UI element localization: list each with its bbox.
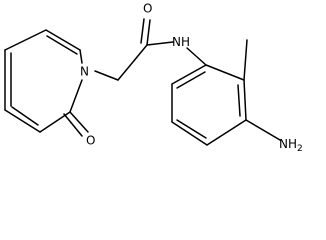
bond-ch2-carbonyl: [117, 44, 148, 81]
amide-nitrogen-label: NH: [172, 35, 190, 49]
aryl-bond-3: [206, 119, 247, 146]
methyl-bond: [243, 39, 248, 81]
bond-nh-aryl: [186, 47, 207, 66]
ring-bond-c3-c1: [4, 29, 47, 51]
ring-bond-n-c6: [69, 79, 83, 113]
aryl-bond-2: [243, 79, 247, 121]
pyridinone-ring: [4, 29, 89, 137]
ring-carbonyl-bond: [69, 111, 89, 133]
aryl-bond-4: [171, 121, 208, 146]
carbonyl-oxygen-label: O: [143, 2, 152, 16]
aryl-bond-6: [171, 64, 207, 85]
aryl-bond-4-inner: [176, 119, 207, 139]
bond-n-ch2: [94, 70, 119, 81]
bond-carbonyl-nh: [146, 41, 174, 46]
chemical-structure-drawing: O NH N O NH2: [4, 2, 303, 154]
aryl-bond-6-inner: [176, 71, 206, 89]
ring-bond-c5-c4-inner: [11, 106, 39, 126]
amide-n-symbol: N: [172, 35, 181, 49]
atom-labels: O NH N O NH2: [80, 2, 303, 154]
aryl-ring: [171, 39, 281, 146]
carbonyl-double-bond-b: [140, 18, 145, 44]
ring-oxygen-label: O: [86, 134, 95, 148]
amino-subscript: 2: [297, 144, 303, 154]
amino-nh-symbol: NH: [279, 137, 297, 151]
amino-group-label: NH2: [279, 137, 303, 154]
ring-nitrogen-label: N: [80, 65, 89, 79]
ring-carbonyl-bond-inner: [63, 113, 83, 137]
ring-bond-c2-n: [79, 49, 83, 64]
amino-bond: [245, 119, 281, 141]
amide-h-symbol: H: [181, 35, 190, 49]
ring-bond-c1-c2: [45, 29, 81, 51]
carbonyl-double-bond-a: [146, 19, 151, 46]
aryl-bond-2-inner: [237, 84, 241, 117]
ring-bond-c1-c2-inner: [46, 35, 78, 55]
amide-linker: [94, 18, 207, 81]
aryl-bond-1: [205, 64, 245, 81]
ring-bond-c5-c4: [4, 109, 41, 133]
